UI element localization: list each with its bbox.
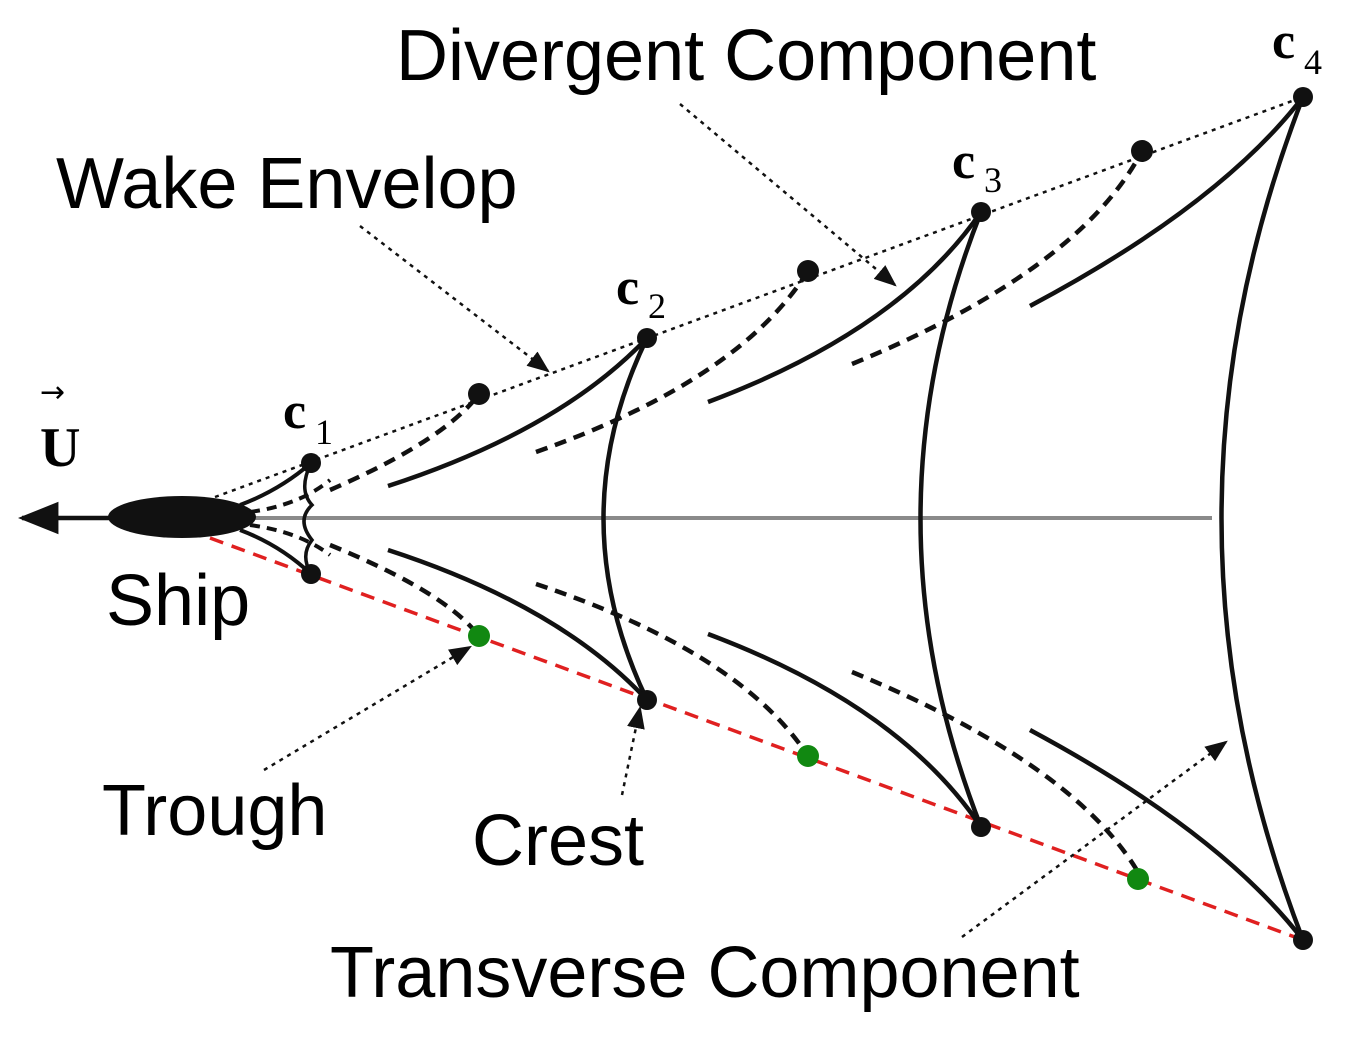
- leader-divergent: [679, 103, 897, 287]
- divergent-component-label: Divergent Component: [396, 16, 1096, 96]
- lower-crest-point-3: [971, 817, 991, 837]
- upper-wake-envelope: [214, 95, 1304, 499]
- divergent-dashed-upper-1: [329, 392, 481, 493]
- crest-index-c2: 2: [648, 286, 666, 326]
- divergent-dashed-upper-2: [535, 269, 810, 455]
- leader-trough: [263, 645, 472, 772]
- crest-index-c1: 1: [315, 412, 333, 452]
- divergent-solid-upper-2: [707, 210, 983, 405]
- trough-point-green-1: [468, 625, 490, 647]
- ship-label: Ship: [106, 561, 250, 641]
- divergent-dashed-upper-3: [851, 149, 1144, 367]
- divergent-dashed-upper-0: [249, 478, 332, 514]
- upper-trough-point-2: [797, 260, 819, 282]
- divergent-dashed-lower-3: [851, 669, 1144, 881]
- transverse-curve-3: [918, 211, 984, 828]
- lower-wake-envelope: [209, 536, 1304, 942]
- crest-point-c3: [971, 202, 991, 222]
- divergent-dashed-lower-1: [329, 542, 481, 638]
- crest-label: Crest: [472, 801, 644, 881]
- trough-point-green-2: [797, 745, 819, 767]
- divergent-solid-lower-3: [1028, 728, 1305, 942]
- velocity-label: U: [40, 417, 80, 479]
- lower-crest-point-2: [637, 690, 657, 710]
- upper-trough-point-1: [468, 383, 490, 405]
- lower-crest-point-4: [1293, 930, 1313, 950]
- divergent-solid-upper-3: [1028, 95, 1305, 308]
- divergent-solid-lower-1: [387, 547, 649, 702]
- crest-point-c4: [1293, 87, 1313, 107]
- velocity-arrow-accent: →: [40, 375, 65, 410]
- transverse-component-label: Transverse Component: [330, 933, 1080, 1013]
- trough-label: Trough: [102, 771, 327, 851]
- divergent-dashed-lower-0: [249, 523, 332, 557]
- transverse-curve-4: [1219, 96, 1306, 941]
- crest-index-c3: 3: [984, 160, 1002, 200]
- divergent-solid-lower-2: [707, 631, 983, 829]
- leader-wake: [359, 225, 550, 373]
- wake-envelop-label: Wake Envelop: [56, 144, 518, 224]
- leader-transverse: [961, 740, 1228, 939]
- crest-label-c1: c: [283, 383, 306, 440]
- lower-crest-point-1: [301, 564, 321, 584]
- trough-point-green-3: [1127, 868, 1149, 890]
- crest-point-c2: [637, 328, 657, 348]
- crest-label-c3: c: [952, 133, 975, 190]
- ship-hull: [108, 496, 256, 538]
- crest-index-c4: 4: [1304, 42, 1322, 82]
- divergent-solid-upper-1: [387, 336, 649, 489]
- upper-trough-point-3: [1131, 140, 1153, 162]
- crest-label-c2: c: [616, 259, 639, 316]
- crest-point-c1: [301, 453, 321, 473]
- transverse-curve-2: [601, 337, 650, 701]
- crest-label-c4: c: [1272, 13, 1295, 70]
- transverse-curve-1: [302, 462, 315, 575]
- leader-crest: [620, 705, 645, 796]
- divergent-dashed-lower-2: [535, 581, 810, 758]
